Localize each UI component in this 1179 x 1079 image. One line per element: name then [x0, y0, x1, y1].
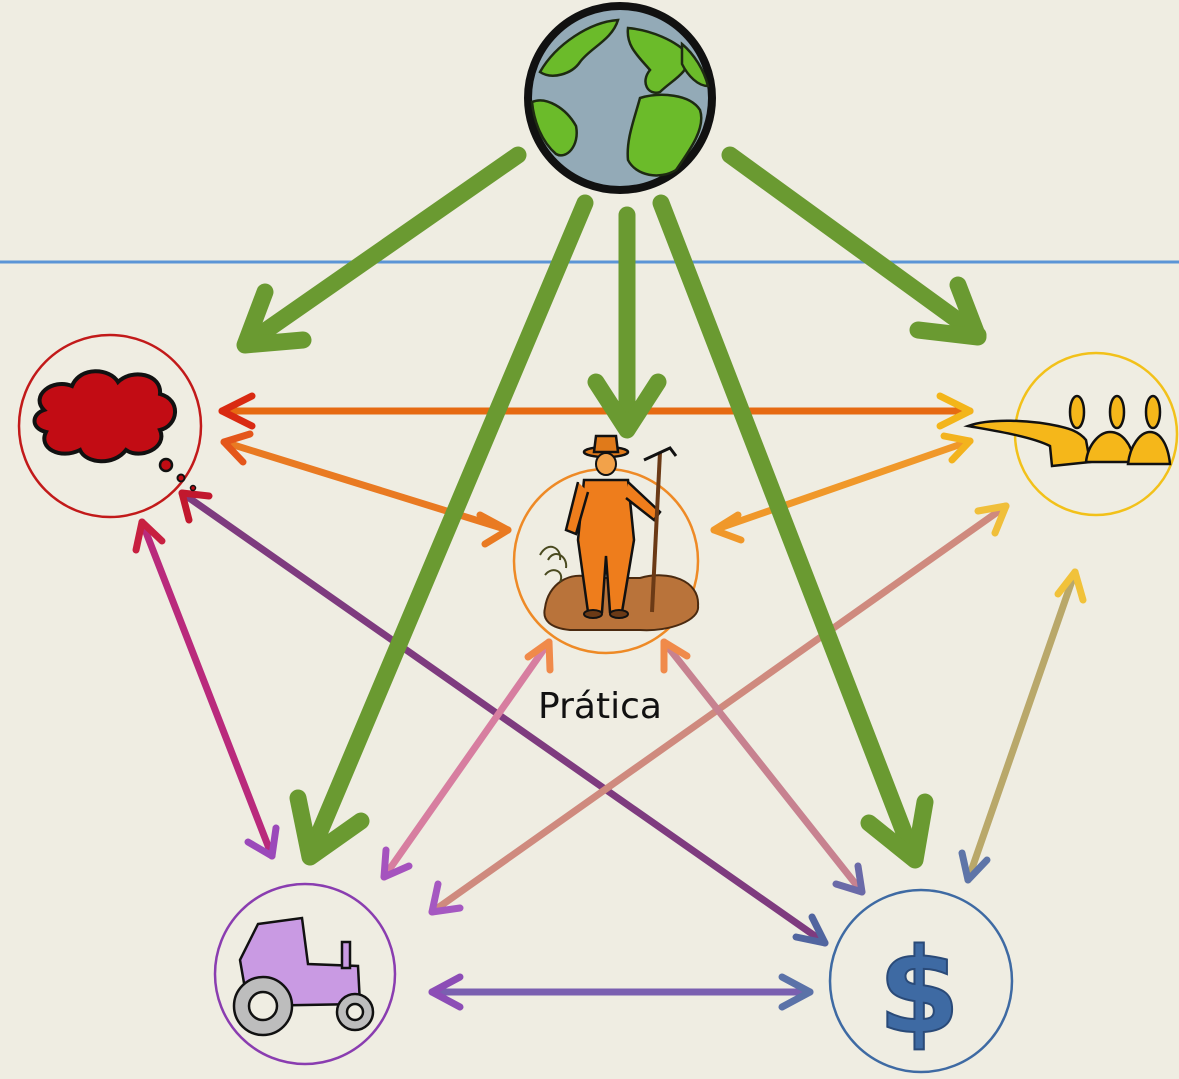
node-practice [512, 434, 700, 655]
green-arrow-to-thought [236, 146, 527, 354]
node-money: $ [828, 888, 1014, 1074]
arrow-people-money [958, 568, 1087, 884]
arrow-practice-money [660, 638, 866, 896]
globe-influence-arrows [236, 146, 987, 869]
arrow-tractor-money [428, 973, 814, 1011]
arrow-people-practice [710, 432, 974, 544]
tractor-icon [232, 916, 375, 1037]
node-globe [524, 2, 716, 194]
farmer-icon [539, 434, 700, 632]
arrow-practice-tractor [380, 638, 554, 881]
thought-bubble-icon [32, 369, 197, 492]
node-thought [17, 333, 203, 519]
arrow-thought-tractor [132, 518, 280, 860]
green-arrow-to-tractor [289, 194, 594, 866]
green-arrow-to-people [721, 146, 987, 346]
node-people [963, 351, 1179, 517]
green-arrow-to-money [652, 194, 934, 869]
dollar-icon: $ [878, 922, 960, 1060]
green-arrow-to-practice [587, 206, 667, 439]
arrow-thought-money [178, 489, 829, 947]
node-tractor [213, 882, 397, 1066]
arrow-thought-people [218, 392, 974, 430]
people-pointing-icon [963, 394, 1172, 468]
relationship-arrows [132, 392, 1087, 1011]
globe-icon [530, 18, 710, 177]
practice-label: Prática [538, 686, 662, 727]
